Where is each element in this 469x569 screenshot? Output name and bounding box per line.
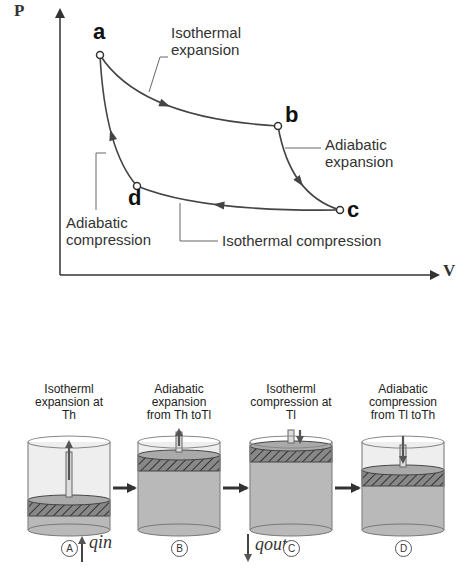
axes: [60, 10, 438, 275]
axis-label: P: [14, 2, 24, 19]
stage-caption: Isotherml compression at Tl: [250, 383, 332, 422]
stage-caption: Adiabatic expansion from Th toTl: [138, 383, 220, 422]
piston-stage: Isotherml compression at Tl: [250, 383, 332, 533]
axis-label: V: [443, 262, 455, 279]
leader-lines: [96, 57, 321, 241]
point-label: a: [93, 20, 105, 44]
curve-arrows: [106, 99, 306, 210]
process-label: Adiabatic expansion: [325, 136, 410, 170]
point-label: c: [347, 198, 359, 222]
piston-stage: Adiabatic expansion from Th toTl: [138, 383, 220, 533]
stage-arrow: [223, 487, 247, 490]
stage-caption: Isotherml expansion at Th: [28, 383, 110, 422]
process-label: Isothermal compression: [222, 232, 422, 249]
point-label: b: [285, 103, 298, 127]
step-letter: B: [176, 544, 183, 554]
process-label: Adiabatic compression: [66, 214, 161, 248]
step-letter: D: [400, 544, 407, 554]
step-circle: B: [171, 540, 188, 557]
process-label: Isothermal expansion: [171, 24, 261, 58]
state-points: [97, 52, 344, 214]
piston-stage: Adiabatic compression from Tl toTh: [362, 383, 444, 533]
heat-out-arrow: [247, 534, 249, 560]
stage-arrow: [335, 487, 359, 490]
heat-in-arrow: [81, 538, 83, 562]
piston-stage: Isotherml expansion at Th: [28, 383, 110, 533]
stage-arrow: [113, 487, 135, 490]
point-label: d: [128, 186, 141, 210]
step-circle: C: [283, 540, 300, 557]
stage-caption: Adiabatic compression from Tl toTh: [362, 383, 444, 422]
step-letter: A: [66, 544, 73, 554]
step-letter: C: [288, 544, 295, 554]
cylinders: [28, 430, 444, 536]
step-circle: A: [61, 540, 78, 557]
heat-label: qin: [89, 534, 112, 551]
cycle-curves: [100, 55, 340, 210]
heat-label: qout: [255, 536, 287, 553]
step-circle: D: [395, 540, 412, 557]
